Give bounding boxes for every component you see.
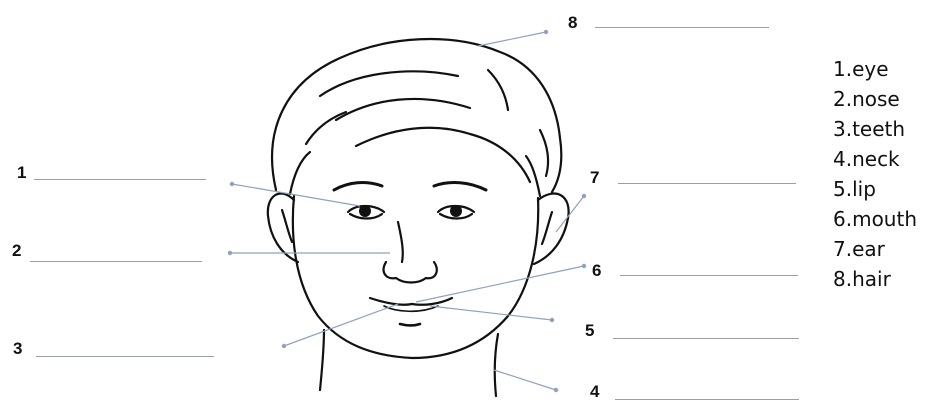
answer-key-item: 6.mouth [833,204,917,234]
pointer-line-5 [430,306,552,320]
left-eyebrow [334,183,382,190]
answer-blank-2[interactable] [30,261,202,262]
answer-key-item: 5.lip [833,174,917,204]
chin-mark [400,324,420,326]
answer-blank-8[interactable] [595,27,769,28]
answer-key-item: 2.nose [833,84,917,114]
pointer-line-3 [284,304,398,346]
nose-bridge [398,222,403,262]
answer-blank-3[interactable] [36,356,214,357]
left-ear-inner [282,210,292,242]
pointer-line-8 [478,32,546,46]
face-contour [293,196,538,358]
neck-left [320,330,324,390]
answer-key-item: 8.hair [833,264,917,294]
answer-key-item: 7.ear [833,234,917,264]
hair-strand [336,99,470,120]
neck-right [495,334,498,396]
label-number-3: 3 [13,340,22,357]
answer-blank-1[interactable] [34,179,206,180]
answer-key-item: 1.eye [833,54,917,84]
left-pupil [359,205,371,217]
label-number-1: 1 [17,164,26,181]
right-eyebrow [434,183,486,190]
answer-blank-5[interactable] [613,338,799,339]
hair-strand [540,130,548,176]
temple-left [290,152,310,194]
hair-strand [356,128,530,182]
right-ear-inner [542,212,552,244]
pointer-line-6 [416,266,584,302]
hair-strand [320,71,458,96]
label-number-7: 7 [590,169,599,186]
right-pupil [450,205,462,217]
label-number-4: 4 [590,383,599,400]
pointer-line-7 [556,196,584,232]
upper-lip-line [370,298,452,305]
answer-blank-6[interactable] [620,275,798,276]
label-number-2: 2 [12,242,21,259]
hair-strand [488,70,508,110]
label-number-5: 5 [585,322,594,339]
answer-blank-7[interactable] [618,183,796,184]
answer-blank-4[interactable] [615,399,799,400]
answer-key-list: 1.eye 2.nose 3.teeth 4.neck 5.lip 6.mout… [833,54,917,294]
answer-key-item: 3.teeth [833,114,917,144]
hair-outline [272,39,561,192]
answer-key-item: 4.neck [833,144,917,174]
label-number-6: 6 [592,262,601,279]
nose-tip [384,262,437,283]
label-number-8: 8 [568,14,577,31]
pointer-line-4 [494,370,556,390]
